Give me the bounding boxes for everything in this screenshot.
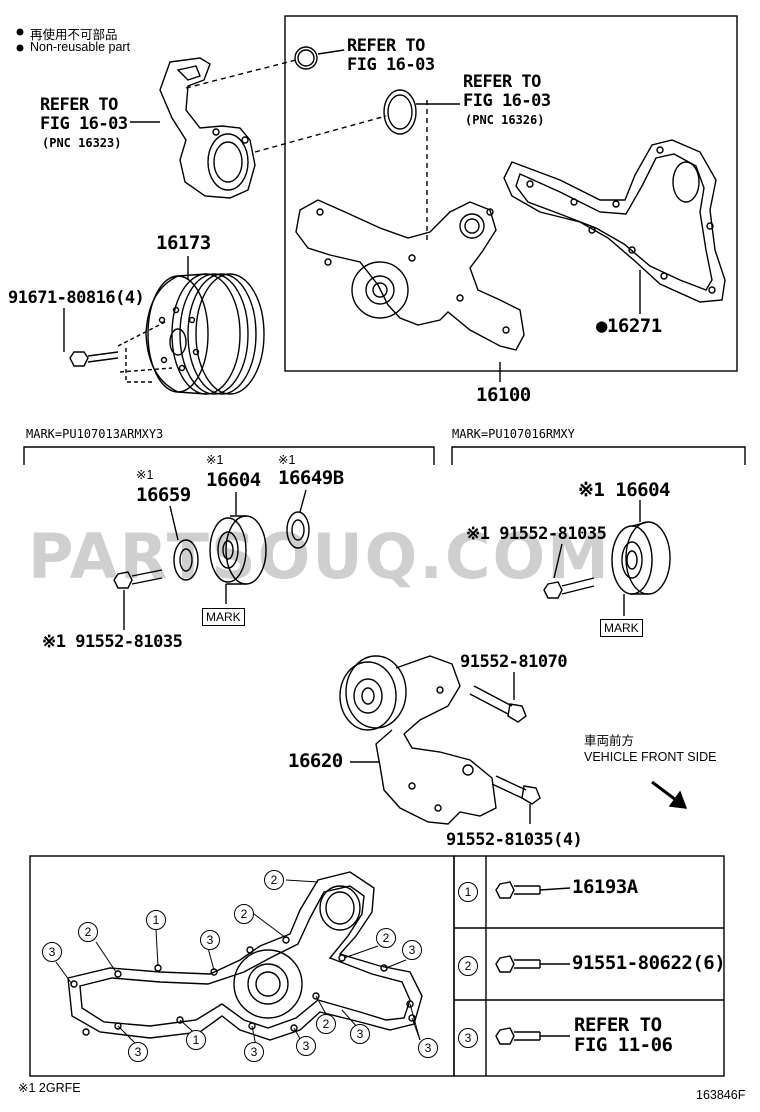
- part-16100: 16100: [476, 384, 531, 406]
- table-bolts: [495, 881, 541, 1045]
- refer-label-3b: FIG 16-03: [40, 114, 128, 134]
- water-pump-body: [295, 199, 525, 351]
- part-91552-right: ※1 91552-81035: [466, 524, 607, 544]
- legend-jp: 再使用不可部品: [30, 28, 118, 42]
- watermark: PARTSOUQ.COM: [28, 520, 611, 593]
- part-91552-left: ※1 91552-81035: [42, 632, 183, 652]
- part-16271: ●16271: [596, 315, 662, 337]
- table-refer-a: REFER TO: [574, 1014, 662, 1036]
- part-16173: 16173: [156, 232, 211, 254]
- part-16620: 16620: [288, 750, 343, 772]
- pulley-16173: [145, 273, 265, 395]
- callout-leaders: [55, 879, 421, 1047]
- part-16659: 16659: [136, 484, 191, 506]
- callout-number: 3: [200, 930, 220, 950]
- callout-number: 3: [128, 1042, 148, 1062]
- footnote: ※1 2GRFE: [18, 1081, 81, 1095]
- callout-number: 3: [244, 1042, 264, 1062]
- refer-label-2a: REFER TO: [463, 72, 541, 92]
- front-side-en: VEHICLE FRONT SIDE: [584, 750, 717, 764]
- table-part-91551: 91551-80622(6): [572, 952, 726, 974]
- callout-number: 2: [78, 922, 98, 942]
- note-16604-left: ※1: [206, 453, 224, 467]
- figure-code: 163846F: [696, 1088, 746, 1102]
- bolt-91552-right: [543, 577, 595, 599]
- callout-number: 3: [418, 1038, 438, 1058]
- callout-number: 3: [458, 1028, 478, 1048]
- callout-number: 2: [458, 956, 478, 976]
- bolt-91552-81035-4: [491, 775, 541, 805]
- bolt-91671: [69, 351, 119, 367]
- note-16649b: ※1: [278, 453, 296, 467]
- refer-label-1a: REFER TO: [347, 36, 425, 56]
- callout-number: 3: [350, 1024, 370, 1044]
- legend-en: Non-reusable part: [30, 40, 131, 54]
- callout-number: 3: [296, 1036, 316, 1056]
- callout-number: 2: [376, 928, 396, 948]
- refer-label-3c: (PNC 16323): [42, 136, 122, 150]
- bolt-91552-81070: [469, 685, 527, 723]
- front-side-jp: 車両前方: [584, 734, 635, 748]
- belt-tensioner-16620: [339, 655, 497, 825]
- part-16649b: 16649B: [278, 467, 344, 489]
- refer-label-3a: REFER TO: [40, 95, 118, 115]
- mark-box-left: MARK: [202, 608, 245, 626]
- part-91552-81070: 91552-81070: [460, 652, 568, 672]
- pump-plan-view: [67, 871, 423, 1041]
- note-16659: ※1: [136, 468, 154, 482]
- bolt-91552-left: [113, 569, 163, 589]
- table-refer-b: FIG 11-06: [574, 1034, 673, 1056]
- part-91671: 91671-80816(4): [8, 288, 145, 308]
- water-inlet-housing: [159, 57, 256, 199]
- refer-label-2c: (PNC 16326): [465, 113, 545, 127]
- callout-number: 1: [146, 910, 166, 930]
- callout-number: 2: [316, 1014, 336, 1034]
- callout-number: 2: [264, 870, 284, 890]
- mark-header-right: MARK=PU107016RMXY: [452, 427, 575, 441]
- mark-box-right: MARK: [600, 619, 643, 637]
- part-16604-left: 16604: [206, 469, 261, 491]
- callout-number: 1: [186, 1030, 206, 1050]
- mark-header-left: MARK=PU107013ARMXY3: [26, 427, 164, 441]
- table-part-16193a: 16193A: [572, 876, 638, 898]
- callout-number: 1: [458, 882, 478, 902]
- part-91552-81035-4: 91552-81035(4): [446, 830, 583, 850]
- refer-label-1b: FIG 16-03: [347, 55, 435, 75]
- callout-number: 3: [402, 940, 422, 960]
- callout-number: 3: [42, 942, 62, 962]
- idler-pulley-left: [209, 515, 267, 585]
- callout-number: 2: [234, 904, 254, 924]
- refer-label-2b: FIG 16-03: [463, 91, 551, 111]
- gasket-16271: [503, 139, 726, 303]
- part-16604-right: ※1 16604: [578, 479, 671, 501]
- idler-pulley-right: [611, 521, 671, 595]
